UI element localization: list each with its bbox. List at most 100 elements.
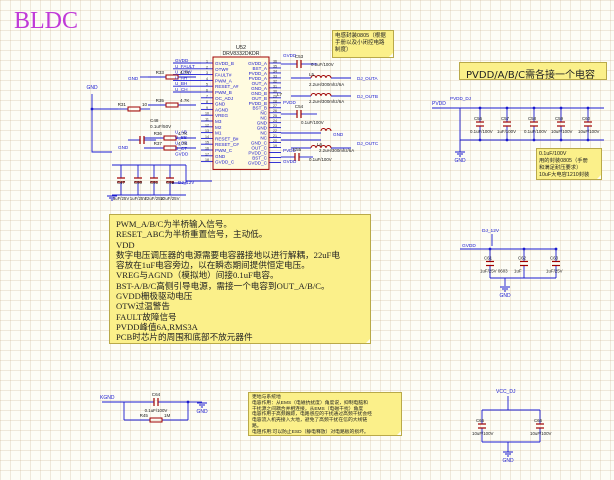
pin-name: PVDD_B — [249, 101, 267, 106]
pin-name: GVDD_C — [215, 160, 235, 165]
ic-refdes: U52 — [236, 45, 246, 51]
cap-value: 1uF/25V — [546, 269, 563, 274]
resistor-ref: R37 — [154, 141, 163, 146]
net-label-gnd: GND — [118, 145, 129, 150]
junction-dot — [488, 247, 492, 251]
net-label-pvdd: PVDD — [283, 100, 296, 105]
inductor-value: 2.2uH/300mhz/6A — [319, 148, 354, 153]
note-line: PWM_A/B/C为半桥输入信号。 — [116, 219, 233, 229]
junction-dot — [522, 247, 526, 251]
pin-name: PWM_B — [215, 90, 232, 95]
junction-dot — [586, 138, 590, 142]
note-line: BST-A/B/C高侧引导电源，需接一个电容到OUT_A/B/C。 — [116, 280, 330, 291]
resistor-r35 — [165, 102, 179, 108]
note-line: 容放在1uF电容旁边，以在瞬态期间提供恒定电压。 — [116, 260, 310, 271]
pin-name: GND_A — [251, 86, 268, 91]
net-label: GVDD — [175, 58, 189, 63]
cap-ref: C55 — [293, 147, 302, 152]
pin-number: 1 — [206, 60, 208, 64]
pin-number: 13 — [205, 129, 209, 133]
net-label-gnd: GND — [333, 132, 344, 137]
pin-name: GND_B — [251, 91, 267, 96]
cap-value: 0.1uF/100V — [311, 62, 334, 67]
cap-value: 10uF/100V — [530, 431, 552, 436]
cap-ref: C51 — [150, 180, 159, 185]
pin-name: NC — [260, 136, 267, 141]
net-label-pvdd-dj: PVDD_DJ — [450, 96, 471, 101]
pin-number: 9 — [206, 106, 208, 110]
note-line: GVDD栅极驱动电压 — [116, 291, 193, 302]
ground-label: GND — [196, 409, 208, 415]
cap-value: 22uF/25V — [144, 196, 163, 201]
junction-dot — [532, 106, 536, 110]
pin-name: BST_B — [252, 106, 267, 111]
net-label: U_CB — [175, 141, 187, 146]
net-label-gvdd: GVDD — [462, 243, 476, 249]
cap-value: 1uF/25V — [130, 196, 147, 201]
note-line: 手册以及小闭控电路 — [335, 40, 385, 46]
pin-name: NC — [260, 131, 267, 136]
cap-ref: C58 — [528, 116, 537, 121]
cap-ref: C56 — [474, 116, 483, 121]
net-label-pvdd: PVDD — [432, 101, 446, 107]
junction-dot — [559, 138, 563, 142]
pin-number: 8 — [206, 100, 208, 104]
junction-dot — [505, 106, 509, 110]
pin-number: 3 — [206, 71, 208, 75]
pin-number: 29 — [273, 94, 277, 98]
cap-ref: C65 — [476, 418, 485, 423]
ic-u52[interactable] — [212, 56, 270, 170]
net-label-dj12v: DJ_12V — [482, 228, 500, 234]
cap-value: 10uF/100V — [472, 431, 494, 436]
net-label-dj12v: DJ_12V — [178, 180, 195, 185]
pin-number: 16 — [205, 147, 209, 151]
net-label: U_CT — [175, 146, 187, 151]
pin-number: 17 — [205, 152, 209, 156]
pin-number: 21 — [273, 134, 277, 138]
cap-value: 1uF/25V — [113, 196, 130, 201]
note-cap-package: 0.1uF/100V 用的封装0805（手册 和满足耐压要求） 10uF大电容1… — [536, 148, 602, 180]
note-line: 10uF大电容1210封装 — [539, 172, 590, 178]
cap-ref: C64 — [152, 392, 161, 397]
pin-number: 32 — [273, 79, 277, 83]
pin-number: 30 — [273, 89, 277, 93]
junction-dot — [532, 138, 536, 142]
note-drv8332-description: PWM_A/B/C为半桥输入信号。 RESET_ABC为半桥重置信号，主动低。 … — [109, 214, 371, 344]
pin-name: PVDD_A — [249, 76, 268, 81]
pin-name: OUT_B — [252, 96, 267, 101]
pin-name: GND — [257, 126, 268, 131]
note-line: FAULT故障信号 — [116, 311, 177, 322]
note-line: 电感封装0805（根据 — [335, 33, 386, 39]
ferrite — [320, 128, 332, 132]
pin-number: 24 — [273, 119, 277, 123]
pin-name: RESET_C# — [215, 142, 239, 147]
cap-value: 0.1uF/50V — [150, 124, 172, 129]
pin-name: RESET_A# — [215, 84, 239, 89]
pin-number: 19 — [273, 144, 277, 148]
pin-name: OUT_C — [251, 146, 267, 151]
junction-dot — [559, 106, 563, 110]
pin-number: 11 — [205, 118, 209, 122]
wire — [172, 165, 187, 184]
pin-number: 2 — [206, 65, 208, 69]
cap-ref: C47 — [117, 180, 126, 185]
cap-value: 0.1uF/100V — [309, 157, 332, 162]
pin-number: 23 — [273, 124, 277, 128]
pin-name: NC — [260, 116, 267, 121]
resistor-r31 — [127, 106, 141, 112]
ground-label: GND — [454, 158, 466, 164]
inductor-value: 2.2uH/300mhz/6A — [309, 99, 344, 104]
net-label-out-a: DJ_OUTA — [357, 76, 379, 81]
note-line: 电容流入机壳接入大地，避免了高频干扰在信的大线链 — [252, 418, 368, 424]
resistor-value: 4.7K — [178, 131, 188, 136]
note-line: 电容作用于高频跟踪，电路感应的干扰通过高频干扰会经 — [252, 412, 372, 418]
pin-number: 34 — [273, 69, 277, 73]
junction-dot — [478, 138, 482, 142]
pin-name: M1 — [215, 131, 222, 136]
resistor-ref: R35 — [156, 98, 165, 103]
resistor-r33 — [165, 74, 179, 80]
pin-name: BST_A — [252, 66, 267, 71]
cap-value: 22uF/25V — [160, 196, 179, 201]
ic-body[interactable] — [212, 56, 270, 170]
pin-name: GND — [257, 121, 268, 126]
